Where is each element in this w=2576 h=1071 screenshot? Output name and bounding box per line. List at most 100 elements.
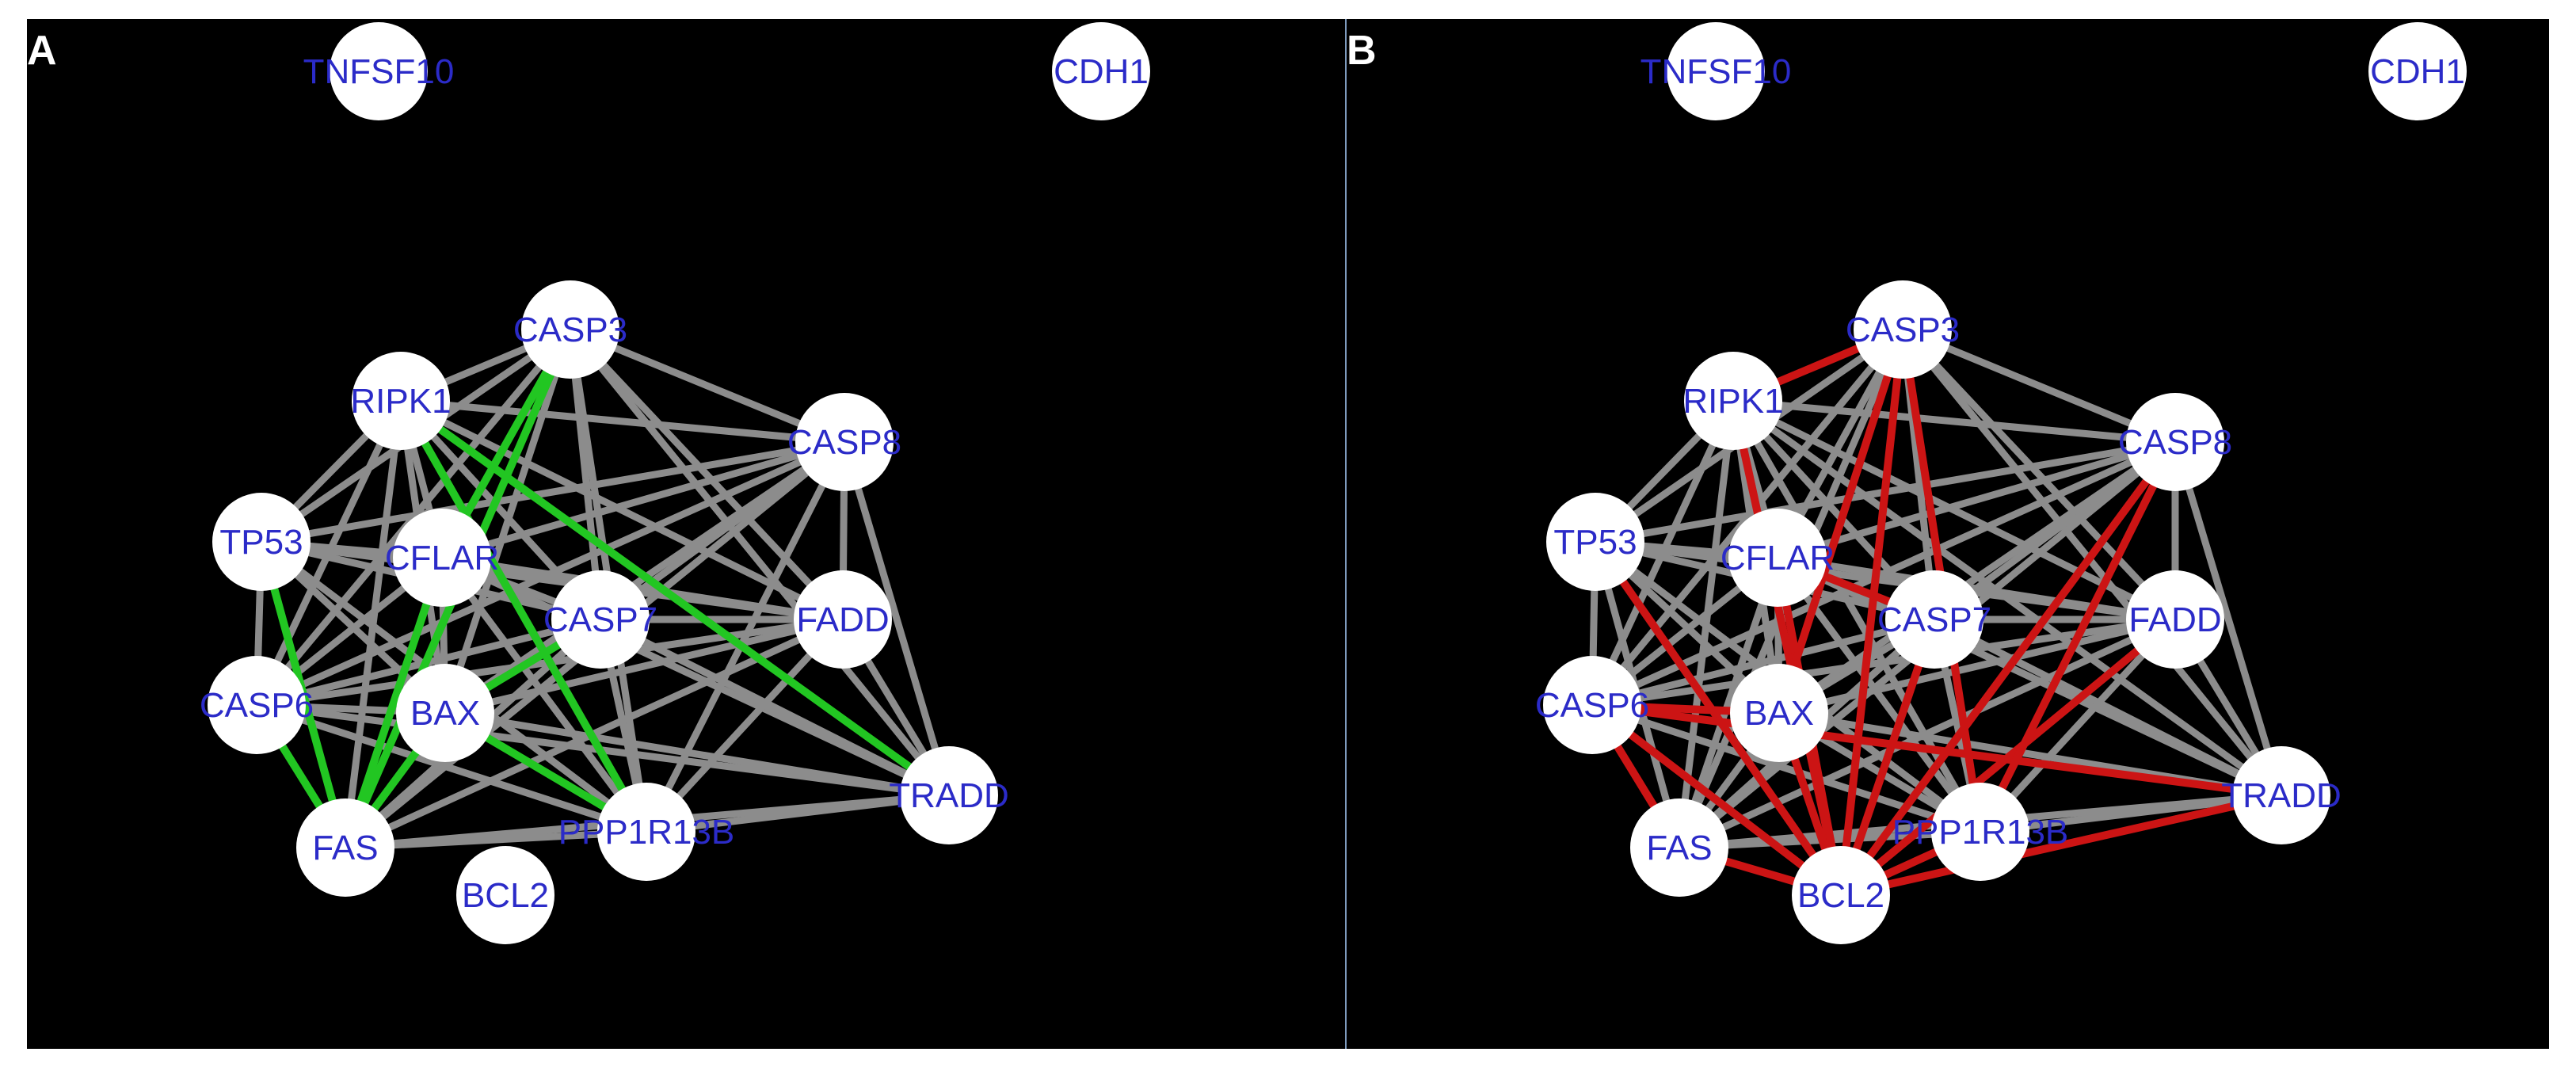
node-circle (1792, 846, 1890, 944)
node-fadd: FADD (794, 570, 892, 669)
node-ppp1r13b: PPP1R13B (558, 783, 735, 881)
edge-casp8-tradd (2171, 438, 2285, 799)
highlight-edge-bcl2-casp3 (1837, 326, 1907, 899)
highlight-edge-bcl2-tradd (1837, 791, 2285, 899)
node-bcl2: BCL2 (456, 846, 554, 944)
node-ripk1: RIPK1 (350, 352, 452, 450)
node-tradd: TRADD (889, 746, 1009, 844)
node-casp7: CASP7 (1877, 570, 1991, 669)
node-circle (330, 22, 428, 120)
node-label: RIPK1 (1682, 382, 1783, 421)
edge-cflar-fas (1675, 554, 1781, 852)
edge-casp3-tradd (1899, 326, 2285, 799)
node-label: TNFSF10 (1640, 52, 1792, 91)
node-circle (1931, 783, 2029, 881)
node-circle (208, 656, 306, 754)
highlight-edge-bcl2-casp6 (1588, 701, 1845, 899)
node-label: CDH1 (1054, 52, 1149, 91)
node-bcl2: BCL2 (1792, 846, 1890, 944)
edge-casp3-casp8 (566, 326, 848, 446)
node-label: CASP8 (787, 423, 901, 462)
highlight-edge-ripk1-ppp1r13b (397, 397, 650, 836)
edge-fadd-bax (441, 616, 847, 717)
edge-ripk1-casp8 (1729, 397, 2179, 446)
highlight-edge-casp8-ppp1r13b (1976, 438, 2179, 836)
node-label: BAX (410, 694, 480, 733)
node-circle (551, 570, 650, 669)
edge-casp3-fadd (566, 326, 847, 623)
node-circle (2232, 746, 2330, 844)
node-label: FAS (1646, 829, 1712, 867)
edge-bax-tradd (441, 709, 953, 799)
node-label: FADD (2128, 600, 2221, 639)
node-label: FAS (312, 829, 378, 867)
node-casp8: CASP8 (2118, 393, 2232, 491)
node-fas: FAS (1630, 798, 1728, 897)
node-circle (1546, 493, 1644, 591)
node-label: TP53 (1553, 523, 1637, 562)
edge-casp7-casp6 (1588, 616, 1938, 709)
edge-casp6-ppp1r13b (1588, 701, 1984, 836)
node-circle (900, 746, 998, 844)
highlight-edge-bcl2-casp8 (1837, 438, 2179, 899)
edge-casp6-ppp1r13b (253, 701, 650, 836)
node-label: TRADD (889, 776, 1009, 815)
node-circle (296, 798, 394, 897)
node-label: TRADD (2221, 776, 2342, 815)
node-label: PPP1R13B (558, 813, 735, 852)
node-circle (2368, 22, 2467, 120)
node-circle (1854, 280, 1952, 379)
edge-cflar-ppp1r13b (438, 554, 650, 836)
node-ripk1: RIPK1 (1682, 352, 1784, 450)
node-tnfsf10: TNFSF10 (303, 22, 454, 120)
node-label: CASP8 (2118, 423, 2232, 462)
node-bax: BAX (1730, 664, 1828, 762)
node-fas: FAS (296, 798, 394, 897)
node-label: RIPK1 (350, 382, 451, 421)
edge-ppp1r13b-tradd (642, 791, 953, 836)
highlight-edge-casp3-bax (1775, 326, 1907, 717)
node-label: CFLAR (1721, 539, 1835, 577)
node-tp53: TP53 (212, 493, 311, 591)
node-circle (1684, 352, 1782, 450)
node-circle (1885, 570, 1983, 669)
node-label: BAX (1744, 694, 1814, 733)
node-circle (794, 570, 892, 669)
node-circle (795, 393, 894, 491)
node-casp6: CASP6 (1535, 656, 1649, 754)
node-label: FADD (796, 600, 889, 639)
node-ppp1r13b: PPP1R13B (1892, 783, 2069, 881)
edge-casp8-tradd (840, 438, 953, 799)
edge-casp3-tradd (566, 326, 953, 799)
node-label: CFLAR (385, 539, 499, 577)
node-casp3: CASP3 (513, 280, 627, 379)
node-casp7: CASP7 (543, 570, 657, 669)
node-casp8: CASP8 (787, 393, 901, 491)
node-circle (352, 352, 450, 450)
node-cflar: CFLAR (385, 509, 499, 607)
node-casp6: CASP6 (200, 656, 314, 754)
edge-fadd-fas (1675, 616, 2179, 852)
node-circle (2126, 393, 2224, 491)
node-label: PPP1R13B (1892, 813, 2069, 852)
edge-ripk1-casp8 (397, 397, 848, 446)
node-circle (1730, 664, 1828, 762)
node-circle (456, 846, 554, 944)
edge-cflar-fadd (1774, 554, 2179, 623)
node-circle (1630, 798, 1728, 897)
node-label: TP53 (219, 523, 303, 562)
node-tnfsf10: TNFSF10 (1640, 22, 1792, 120)
node-label: CDH1 (2370, 52, 2465, 91)
node-circle (597, 783, 695, 881)
edge-casp3-fadd (1899, 326, 2179, 623)
edge-ppp1r13b-tradd (1976, 791, 2285, 836)
node-cdh1: CDH1 (2368, 22, 2467, 120)
highlight-edge-cflar-fas (341, 554, 446, 852)
edge-casp8-cflar (1774, 438, 2179, 562)
edge-casp8-tp53 (257, 438, 848, 546)
node-label: CASP6 (1535, 686, 1649, 725)
